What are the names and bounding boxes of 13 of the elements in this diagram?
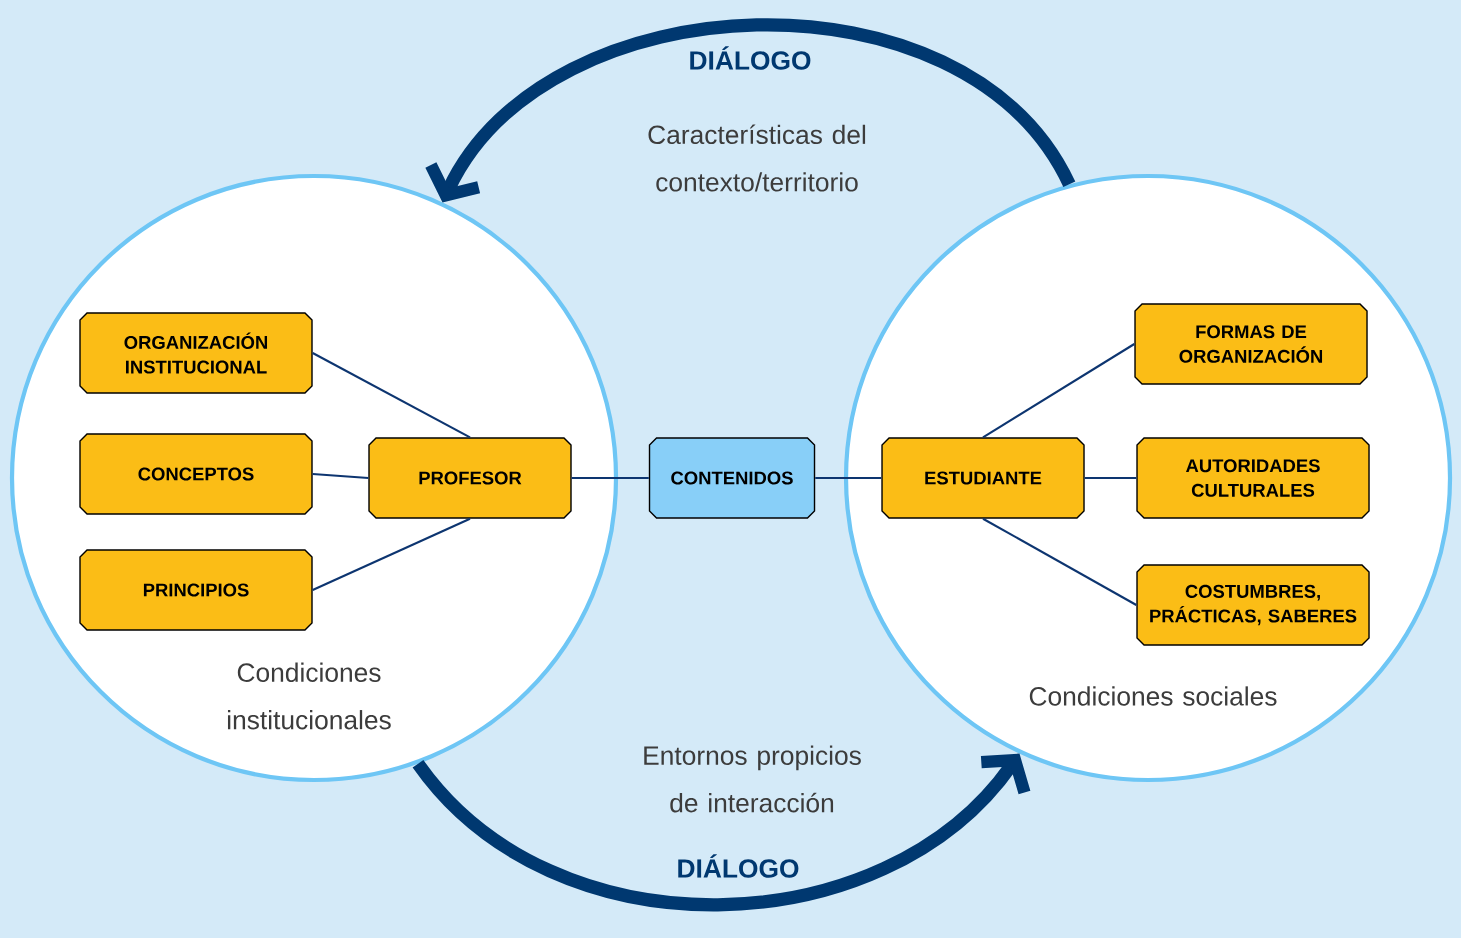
label-box: AUTORIDADES CULTURALES	[1136, 437, 1370, 519]
label-box: COSTUMBRES, PRÁCTICAS, SABERES	[1136, 564, 1370, 646]
arrow	[413, 753, 1031, 912]
label-box: CONCEPTOS	[79, 433, 313, 515]
edge-label: DIÁLOGO	[690, 46, 811, 70]
label-box: ORGANIZACIÓN INSTITUCIONAL	[79, 312, 313, 394]
arrow	[425, 18, 1075, 203]
label-box: PRINCIPIOS	[79, 549, 313, 631]
label-box: ESTUDIANTE	[881, 437, 1085, 519]
label-box: PROFESOR	[368, 437, 572, 519]
edge-label: DIÁLOGO	[678, 854, 799, 878]
label-box: FORMAS DE ORGANIZACIÓN	[1134, 303, 1368, 385]
label-box: CONTENIDOS	[648, 437, 816, 519]
